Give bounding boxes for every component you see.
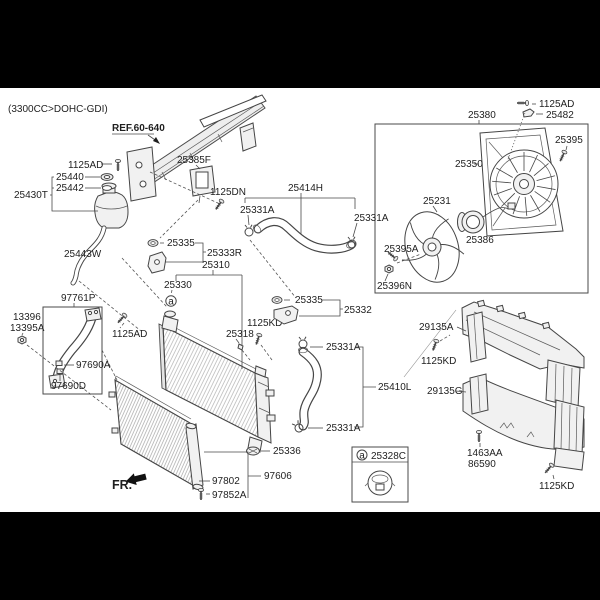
part-label-25443w: 25443W [64,249,102,260]
condenser-drawing [108,375,204,491]
engine-spec-label: (3300CC>DOHC-GDI) [8,104,108,115]
part-label-25385f: 25385F [177,155,211,166]
grommet-icon-25335-1 [147,239,159,247]
part-label-25331a-4: 25331A [326,423,361,434]
ref-arrowhead [153,137,160,144]
legend-box: a 25328C [351,446,409,503]
part-label-97761p: 97761P [61,293,96,304]
air-guard-lower-drawing [462,373,585,471]
part-label-1463aa: 1463AA [467,448,503,459]
part-label-1125kd-1: 1125KD [247,318,282,329]
air-guard-upper-drawing [461,299,585,409]
front-direction-arrow [125,473,147,486]
reservoir-cap-icon [100,173,114,181]
part-label-25380: 25380 [468,110,496,121]
fan-shroud-drawing [479,127,564,237]
part-label-97690d: 97690D [51,381,86,392]
pipe-bracket-drawing [48,307,102,389]
part-label-25330: 25330 [164,280,192,291]
part-label-25331a-1: 25331A [240,205,275,216]
radiator-bracket-icon [147,251,167,274]
part-label-25332: 25332 [344,305,372,316]
part-label-97690a: 97690A [76,360,111,371]
lower-hose-drawing [298,346,322,431]
sensor-bracket-drawing [189,165,216,204]
part-label-25331a-2: 25331A [354,213,389,224]
part-label-25396n: 25396N [377,281,412,292]
part-label-29135a: 29135A [419,322,454,333]
part-label-1125ad-1: 1125AD [68,160,103,171]
front-label: FR. [112,478,132,492]
callouts: (3300CC>DOHC-GDI) REF.60-640 1125AD 2544… [8,99,583,501]
reservoir-bracket-icon [273,305,299,325]
part-label-25395: 25395 [555,135,583,146]
radiator-cap-icon [364,470,396,496]
legend-part-number: 25328C [371,451,406,462]
part-label-25442: 25442 [56,183,84,194]
part-label-25310: 25310 [202,260,230,271]
part-label-25430t: 25430T [14,190,48,201]
detail-marker-a: a [165,295,177,307]
clip-icon-25318 [237,343,244,351]
part-label-1125ad-3: 1125AD [539,99,574,110]
part-label-25440: 25440 [56,172,84,183]
drain-plug-icon [246,446,260,456]
part-label-25350: 25350 [455,159,483,170]
legend-marker: a [359,450,365,461]
part-label-1125kd-2: 1125KD [421,356,456,367]
nut-icon-25396n [384,264,394,274]
part-label-25410l: 25410L [378,382,412,393]
part-label-97606: 97606 [264,471,292,482]
part-label-25482: 25482 [546,110,574,121]
alignment-lines [26,109,527,411]
part-label-29135g: 29135G [427,386,463,397]
part-label-25331a-3: 25331A [326,342,361,353]
frame-member-drawing [126,94,267,202]
pipe-clip-97690a [55,360,63,366]
part-label-25335-2: 25335 [295,295,323,306]
part-label-13395a: 13395A [10,323,45,334]
part-label-25414h: 25414H [288,183,323,194]
fan-motor-drawing [457,202,516,234]
pipe-clip-97690d [56,368,64,374]
overflow-hose-drawing [70,225,107,286]
part-label-25318: 25318 [226,329,254,340]
cap-gasket-icon [101,185,113,191]
part-label-25333r: 25333R [207,248,242,259]
part-label-25386: 25386 [466,235,494,246]
nut-icon-13396 [17,335,27,345]
part-label-1125dn: 1125DN [210,187,246,198]
fan-assembly-box [374,123,589,294]
reservoir-tank-drawing [94,182,129,229]
part-label-25231: 25231 [423,196,451,207]
grommet-icon-25335-2 [271,296,283,304]
part-label-97852a: 97852A [212,490,247,501]
part-label-1125kd-3: 1125KD [539,481,574,492]
part-label-25336: 25336 [273,446,301,457]
part-label-97802: 97802 [212,476,240,487]
part-label-1125ad-2: 1125AD [112,329,147,340]
part-label-25335-1: 25335 [167,238,195,249]
part-label-13396: 13396 [13,312,41,323]
ref-label: REF.60-640 [112,123,165,134]
part-label-86590: 86590 [468,459,496,470]
detail-marker-letter: a [168,296,174,307]
fan-blade-drawing [401,211,465,283]
part-label-25395a: 25395A [384,244,419,255]
